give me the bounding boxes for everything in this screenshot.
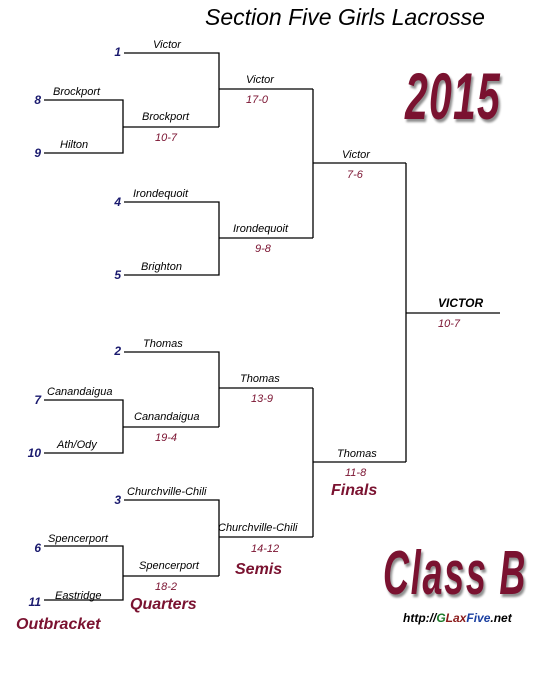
line-quarter-3	[124, 351, 313, 427]
score-outbracket-2: 19-4	[155, 432, 177, 444]
url-lax: Lax	[445, 611, 467, 625]
champion-score: 10-7	[438, 318, 461, 330]
seed-churchville-chili: 3	[114, 493, 121, 507]
winner-semi-2: Thomas	[337, 448, 377, 460]
year-label: 2015	[405, 59, 501, 133]
class-label: Class B	[383, 539, 528, 608]
seed-brighton: 5	[114, 268, 121, 282]
url-suffix: .net	[490, 611, 512, 625]
line-quarter-1	[124, 52, 313, 127]
seed-thomas: 2	[113, 344, 121, 358]
seed-hilton: 9	[34, 146, 41, 160]
team-spencerport: Spencerport	[48, 533, 109, 545]
score-quarter-1: 17-0	[246, 94, 269, 106]
bracket-title: Section Five Girls Lacrosse	[205, 4, 485, 30]
seed-canandaigua: 7	[34, 393, 42, 407]
winner-outbracket-1: Brockport	[142, 111, 190, 123]
line-final	[405, 163, 500, 462]
team-brockport: Brockport	[53, 86, 101, 98]
round-label-semis: Semis	[235, 561, 283, 578]
champion-name: VICTOR	[438, 296, 483, 310]
winner-outbracket-2: Canandaigua	[134, 411, 199, 423]
line-outbracket-1	[44, 99, 219, 154]
team-thomas: Thomas	[143, 338, 183, 350]
score-quarter-4: 14-12	[251, 543, 279, 555]
seed-eastridge: 11	[29, 595, 42, 609]
seed-athody: 10	[28, 446, 42, 460]
winner-quarter-2: Irondequoit	[233, 223, 289, 235]
winner-outbracket-3: Spencerport	[139, 560, 200, 572]
winner-quarter-3: Thomas	[240, 373, 280, 385]
winner-semi-1: Victor	[342, 149, 371, 161]
score-outbracket-1: 10-7	[155, 132, 178, 144]
url-prefix: http://	[403, 611, 437, 625]
url-g: G	[436, 611, 446, 625]
winner-quarter-1: Victor	[246, 74, 275, 86]
winner-quarter-4: Churchville-Chili	[218, 522, 298, 534]
round-label-outbracket: Outbracket	[16, 616, 101, 633]
line-quarter-2	[124, 201, 313, 276]
seed-victor: 1	[114, 45, 121, 59]
seed-irondequoit: 4	[113, 195, 121, 209]
score-semi-2: 11-8	[345, 467, 367, 479]
team-victor: Victor	[153, 39, 182, 51]
bracket-lines	[44, 52, 500, 601]
score-semi-1: 7-6	[347, 169, 364, 181]
round-label-finals: Finals	[331, 482, 378, 499]
line-outbracket-2	[44, 399, 219, 454]
team-churchville-chili: Churchville-Chili	[127, 486, 207, 498]
seed-brockport: 8	[34, 93, 41, 107]
team-brighton: Brighton	[141, 261, 182, 273]
score-quarter-2: 9-8	[255, 243, 272, 255]
team-irondequoit: Irondequoit	[133, 188, 189, 200]
team-hilton: Hilton	[60, 139, 88, 151]
team-eastridge: Eastridge	[55, 590, 101, 602]
score-outbracket-3: 18-2	[155, 581, 177, 593]
line-semi-2	[312, 388, 406, 537]
team-canandaigua: Canandaigua	[47, 386, 112, 398]
site-url[interactable]: http://GLaxFive.net	[403, 611, 512, 625]
line-semi-1	[312, 89, 406, 238]
line-quarter-4	[124, 499, 313, 576]
score-quarter-3: 13-9	[251, 393, 273, 405]
seed-spencerport: 6	[34, 541, 41, 555]
team-athody: Ath/Ody	[56, 439, 98, 451]
url-five: Five	[466, 611, 491, 625]
line-outbracket-3	[44, 545, 219, 601]
round-label-quarters: Quarters	[130, 596, 197, 613]
